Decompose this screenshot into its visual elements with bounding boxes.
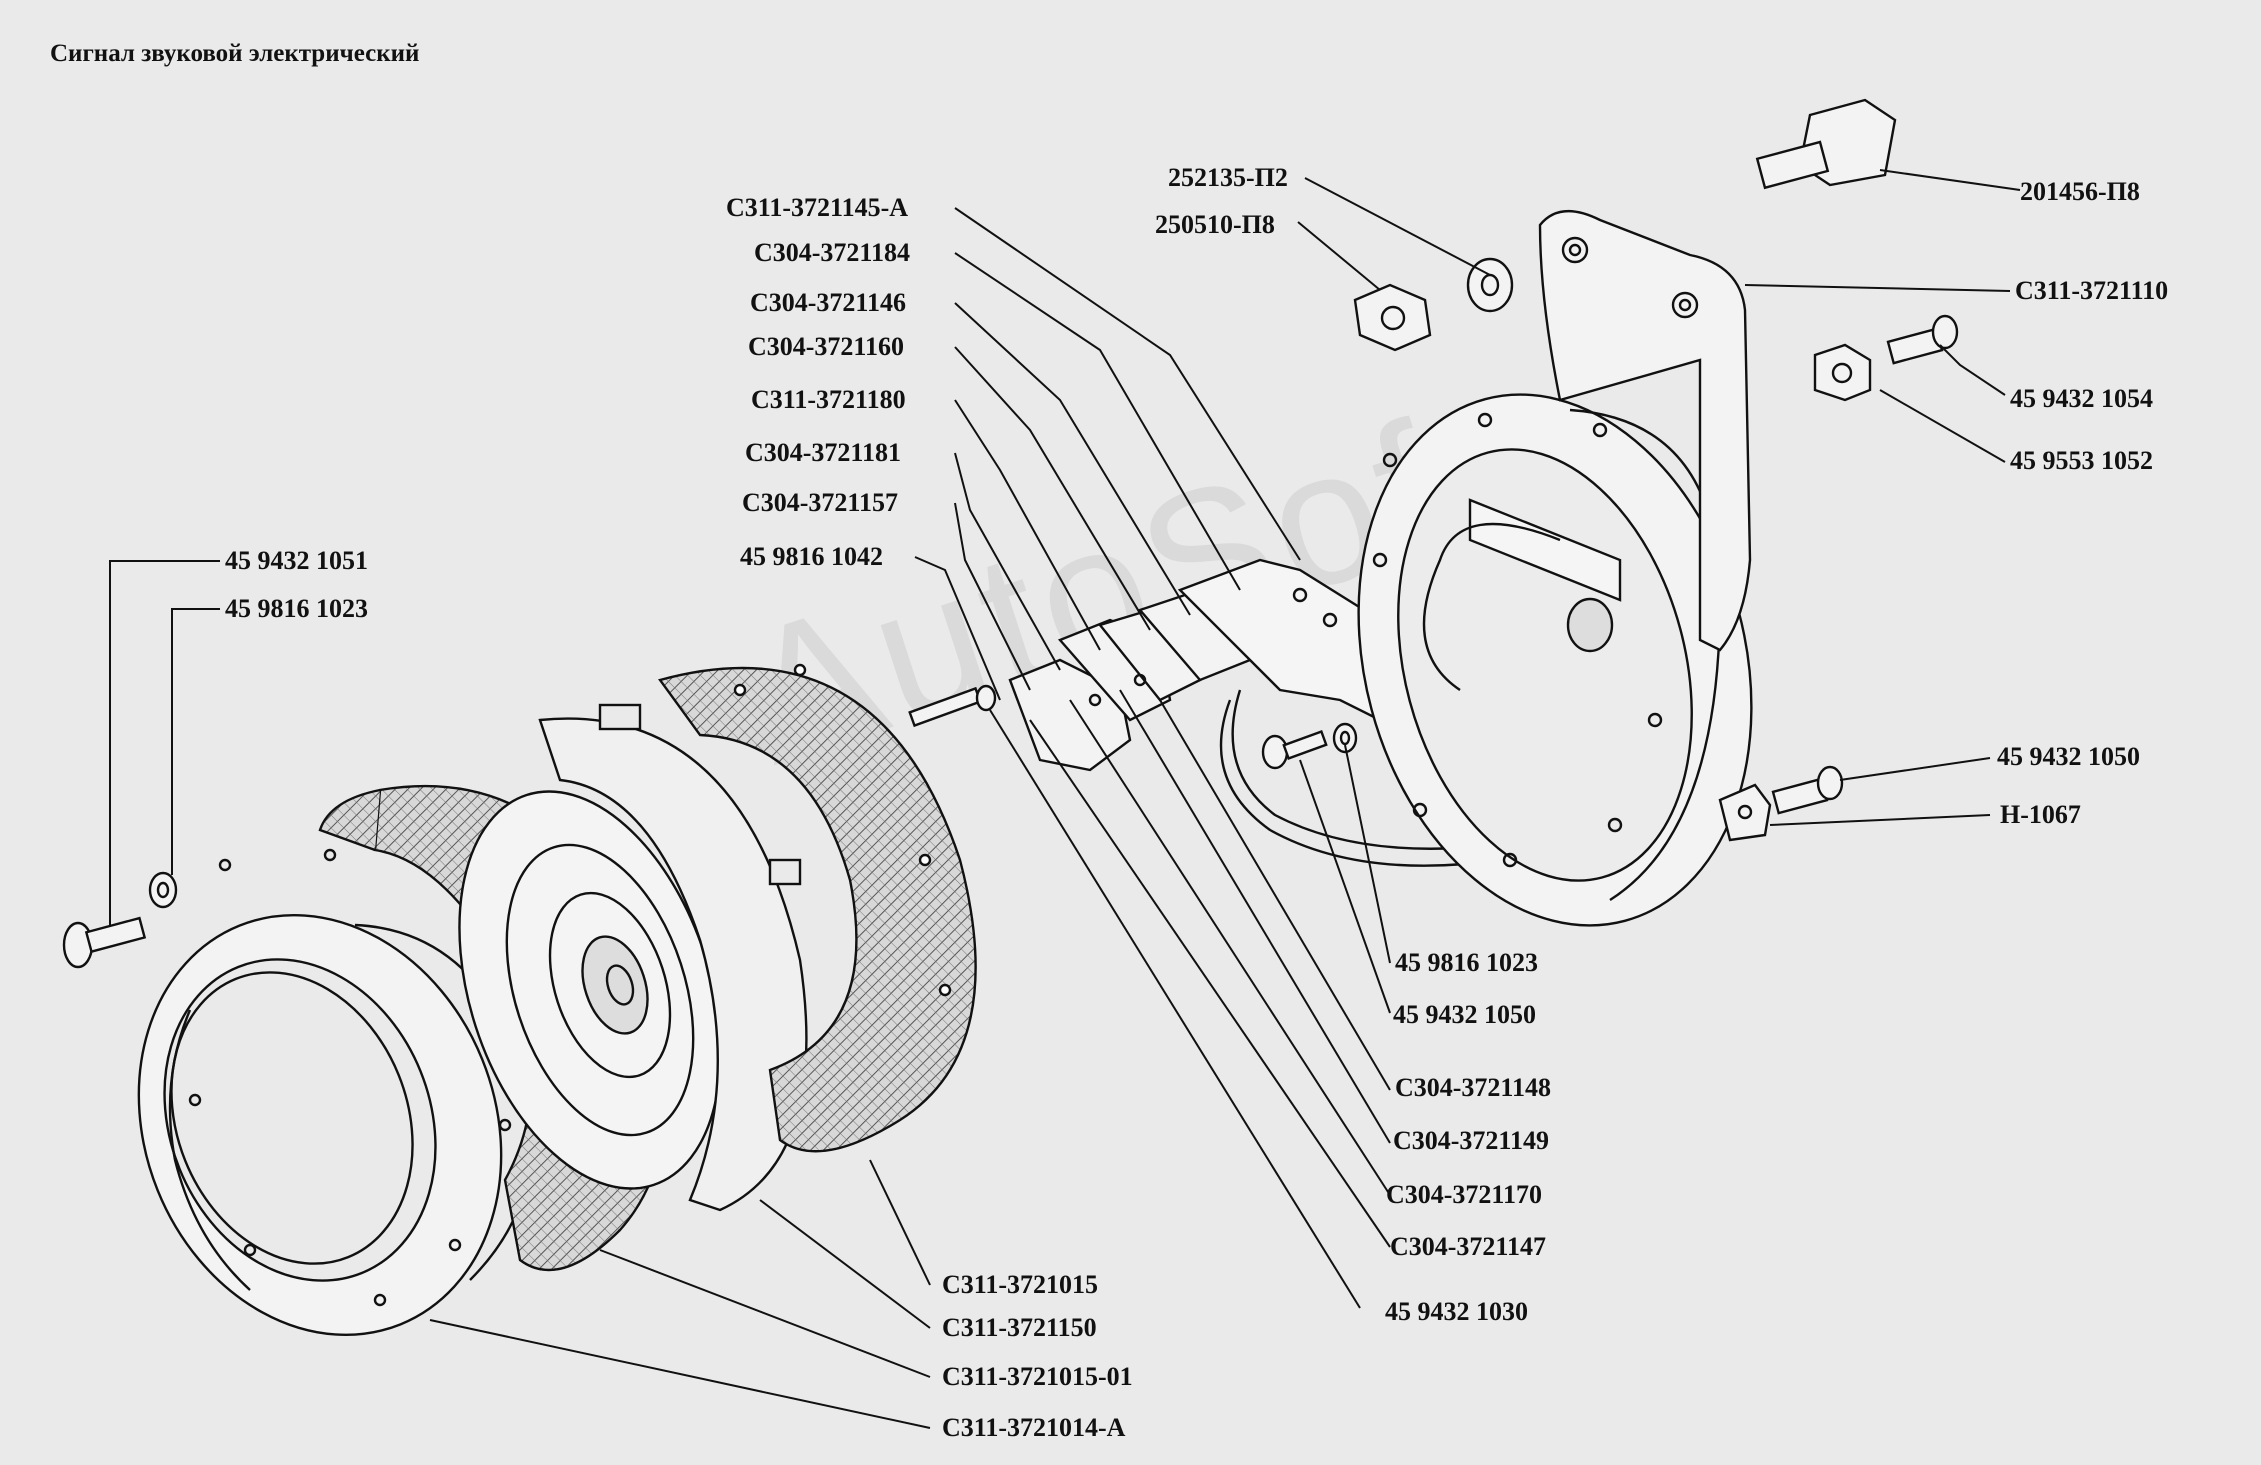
label-45-9432-1030: 45 9432 1030 [1385,1297,1528,1326]
bracket-part [1538,209,1752,652]
washer-1023-left-part [148,871,178,909]
label-C311-3721014-A: С311-3721014-А [942,1413,1126,1442]
screw-1051-part [62,916,147,969]
label-45-9816-1023-center: 45 9816 1023 [1395,948,1538,977]
screw-1054-part [1886,314,1959,365]
terminal-H1067-part [1718,783,1772,842]
label-C304-3721146: С304-3721146 [750,288,906,317]
label-45-9553-1052: 45 9553 1052 [2010,446,2153,475]
label-45-9432-1050-center: 45 9432 1050 [1393,1000,1536,1029]
label-C304-3721160: С304-3721160 [748,332,904,361]
label-45-9432-1054: 45 9432 1054 [2010,384,2153,413]
label-45-9432-1050-right: 45 9432 1050 [1997,742,2140,771]
label-C304-3721170: С304-3721170 [1386,1180,1542,1209]
label-C304-3721149: С304-3721149 [1393,1126,1549,1155]
label-45-9816-1023-left: 45 9816 1023 [225,594,368,623]
label-45-9816-1042: 45 9816 1042 [740,542,883,571]
center-screw-part [1261,722,1358,770]
label-C304-3721184: С304-3721184 [754,238,910,267]
label-252135-P2: 252135-П2 [1168,163,1288,192]
label-C311-3721180: С311-3721180 [751,385,906,414]
label-C304-3721148: С304-3721148 [1395,1073,1551,1102]
label-H-1067: Н-1067 [2000,800,2081,829]
nut-250510-part [1353,283,1432,352]
spacer-ring-part [538,703,808,1212]
label-C304-3721181: С304-3721181 [745,438,901,467]
nut-1052-part [1813,343,1872,402]
diagram-title: Сигнал звуковой электрический [50,40,420,67]
leader-lines [109,169,2021,1429]
screw-1050-right-part [1771,765,1844,815]
rear-gasket-part [658,663,977,1153]
label-C304-3721157: С304-3721157 [742,488,898,517]
label-C311-3721150: С311-3721150 [942,1313,1097,1342]
label-C311-3721145-A: С311-3721145-А [726,193,908,222]
label-201456-P8: 201456-П8 [2020,177,2140,206]
label-C311-3721015-01: С311-3721015-01 [942,1362,1133,1391]
contact-assembly-part [1008,558,1622,867]
label-45-9432-1051: 45 9432 1051 [225,546,368,575]
label-250510-P8: 250510-П8 [1155,210,1275,239]
label-C311-3721015: С311-3721015 [942,1270,1098,1299]
label-C304-3721147: С304-3721147 [1390,1232,1546,1261]
label-C311-3721110: С311-3721110 [2015,276,2169,305]
screw-1030-part [908,684,997,728]
front-ring-part [137,848,534,1337]
bolt-201456-part [1755,98,1897,190]
